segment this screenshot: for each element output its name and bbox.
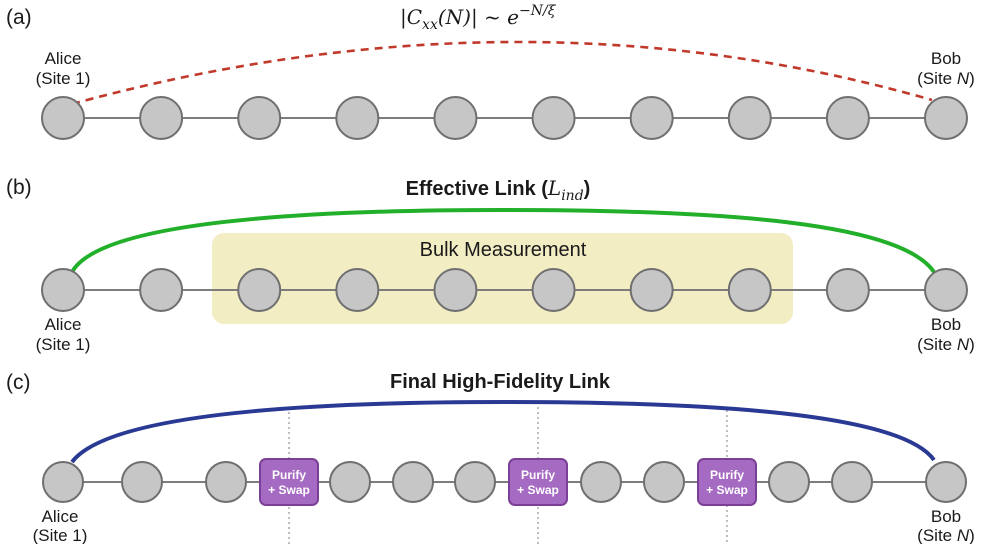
bob-name-b: Bob [931,315,961,334]
bulk-measurement-label: Bulk Measurement [420,239,587,261]
purify-swap-box: Purify+ Swap [697,458,757,506]
panel-b: (b) Effective Link (Lind) Bulk Measureme… [6,176,975,354]
chain-node [727,268,772,312]
swap-label: + Swap [706,483,748,497]
panel-a: (a) |Cxx(N)| ~ e−N/ξ Alice (Site 1) Bob … [6,3,975,140]
alice-name-b: Alice [45,315,82,334]
purify-label: Purify [272,468,306,482]
bob-name-c: Bob [931,507,961,526]
chain-node [139,268,184,312]
effective-link-title: Effective Link (Lind) [406,176,591,204]
panel-a-label: (a) [6,6,32,29]
bob-node [925,461,967,503]
chain-node [825,268,870,312]
chain-node [831,461,873,503]
panel-b-label: (b) [6,176,32,199]
bob-site-b: (Site N) [917,335,975,354]
purify-label: Purify [710,468,744,482]
alice-name-c: Alice [42,507,79,526]
chain-node [329,461,371,503]
bob-node [924,96,968,140]
chain-node [392,461,434,503]
chain-node [433,268,478,312]
alice-site-b: (Site 1) [36,335,91,354]
chain-node [531,268,576,312]
final-link-arc [70,399,936,464]
purify-swap-box: Purify+ Swap [508,458,568,506]
alice-site-c: (Site 1) [33,526,88,544]
chain-node [237,96,282,140]
chain-node [580,461,622,503]
chain-node [825,96,870,140]
chain-node [433,96,478,140]
chain-node [335,96,380,140]
chain-node [727,96,772,140]
swap-label: + Swap [517,483,559,497]
purify-label: Purify [521,468,555,482]
chain-node [629,96,674,140]
chain-a-nodes [41,96,968,140]
chain-node [531,96,576,140]
bob-site-a: (Site N) [917,69,975,88]
final-link-title: Final High-Fidelity Link [390,371,611,393]
chain-node [237,268,282,312]
chain-node [629,268,674,312]
bob-site-c: (Site N) [917,526,975,544]
chain-b-nodes [41,268,968,312]
alice-node [41,268,85,312]
chain-node [768,461,810,503]
alice-node [41,96,85,140]
correlation-formula: |Cxx(N)| ~ e−N/ξ [400,3,557,33]
panel-c: (c) Final High-Fidelity Link Purify+ Swa… [6,371,975,544]
alice-node [42,461,84,503]
correlation-dashed-link [71,40,933,106]
bob-node [924,268,968,312]
effective-link-arc [70,207,936,274]
chain-node [454,461,496,503]
panel-c-label: (c) [6,371,31,394]
chain-node [139,96,184,140]
bob-name-a: Bob [931,49,961,68]
chain-node [335,268,380,312]
purify-swap-box: Purify+ Swap [259,458,319,506]
alice-site-a: (Site 1) [36,69,91,88]
chain-node [121,461,163,503]
swap-label: + Swap [268,483,310,497]
chain-node [205,461,247,503]
alice-name-a: Alice [45,49,82,68]
chain-node [643,461,685,503]
